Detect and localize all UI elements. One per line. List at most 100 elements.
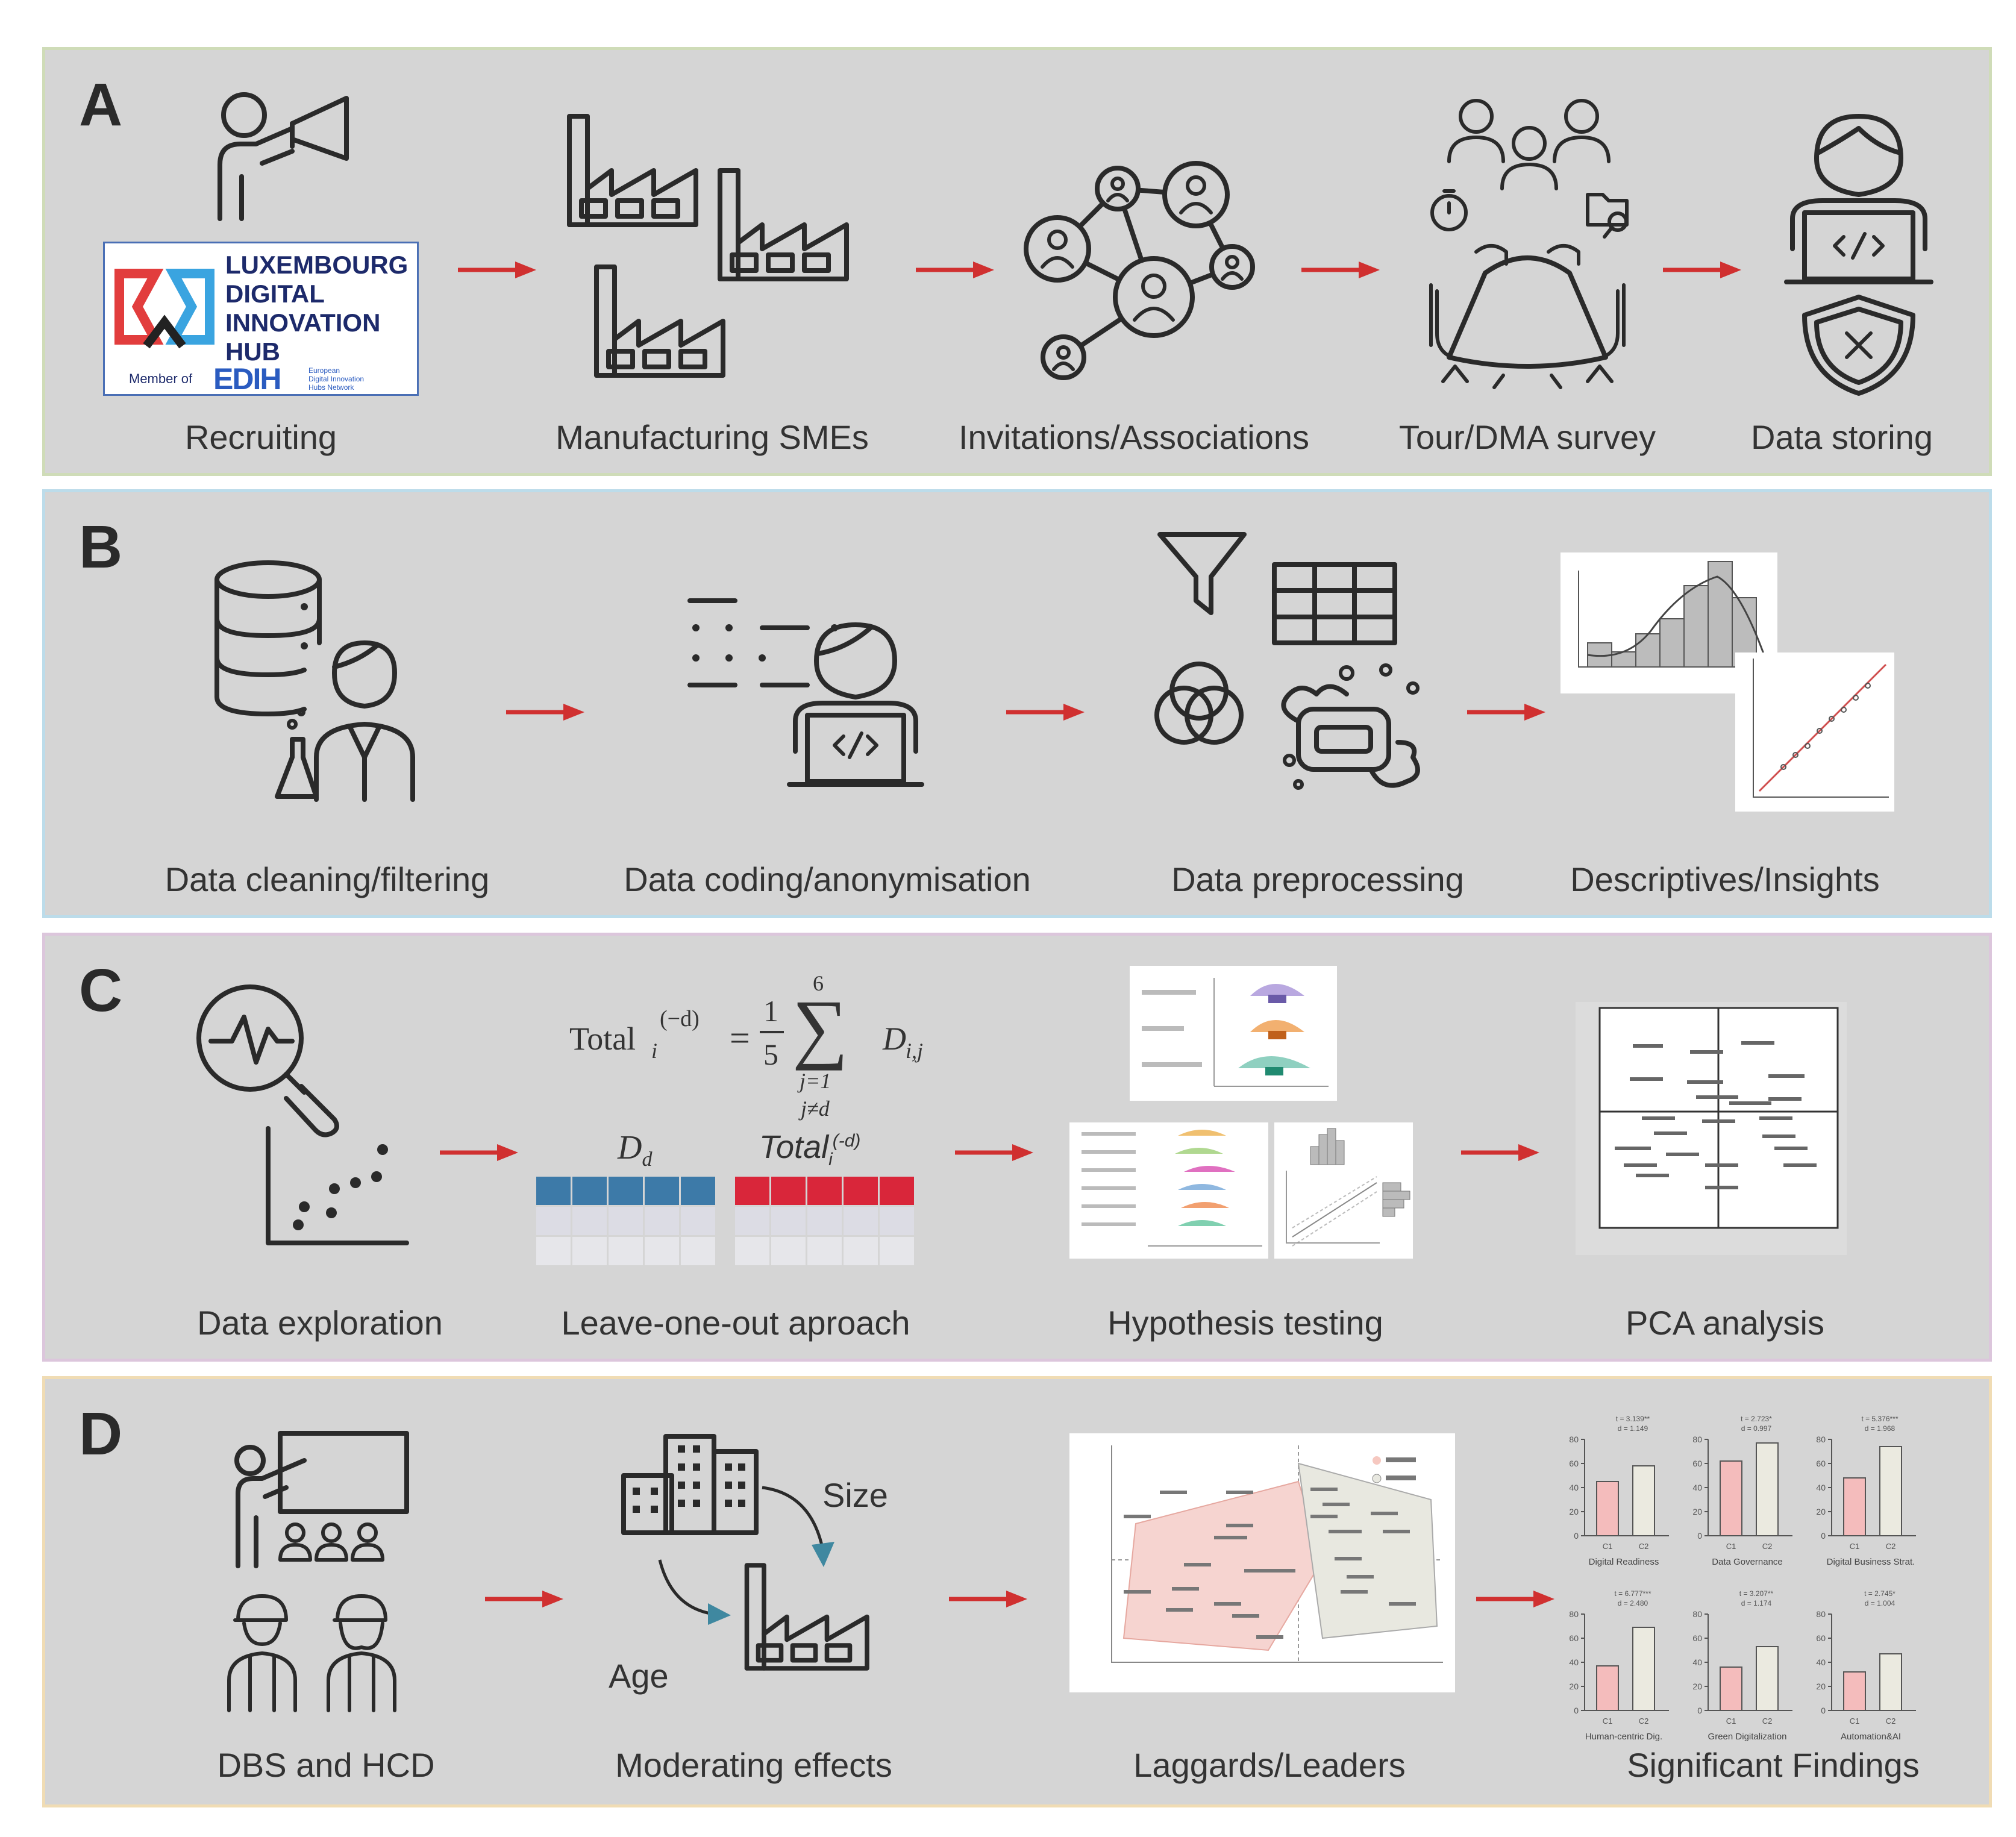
formula-lhs-sup: (−d) xyxy=(660,1006,700,1031)
step-label: Invitations/Associations xyxy=(958,418,1310,456)
category-label: C2 xyxy=(1762,1717,1773,1726)
data-table-icons xyxy=(536,1177,922,1273)
stat-d: d = 1.004 xyxy=(1865,1599,1895,1607)
table-cell xyxy=(735,1237,769,1265)
stat-t: t = 3.207** xyxy=(1739,1589,1774,1598)
step-label: Data storing xyxy=(1751,418,1933,456)
step-label: Descriptives/Insights xyxy=(1570,860,1880,898)
table-cell xyxy=(771,1177,806,1205)
y-tick-label: 60 xyxy=(1692,1459,1702,1468)
step-label: Data coding/anonymisation xyxy=(624,860,1031,898)
y-tick-label: 80 xyxy=(1816,1435,1826,1444)
y-tick-label: 80 xyxy=(1569,1435,1579,1444)
category-label: C1 xyxy=(1850,1717,1860,1726)
formula-numerator: 1 xyxy=(763,994,778,1028)
logo-line2: DIGITAL xyxy=(225,280,325,308)
stat-d: d = 1.149 xyxy=(1618,1424,1648,1433)
stat-t: t = 5.376*** xyxy=(1861,1415,1898,1423)
y-tick-label: 0 xyxy=(1821,1706,1826,1715)
filter-icon xyxy=(1157,532,1247,615)
logo-line4: HUB xyxy=(225,337,280,366)
y-tick-label: 80 xyxy=(1816,1609,1826,1619)
step-label: Tour/DMA survey xyxy=(1398,418,1656,456)
y-tick-label: 20 xyxy=(1816,1682,1826,1691)
flow-arrow xyxy=(1473,1587,1557,1611)
preprocessing-icons xyxy=(1154,528,1431,806)
ldih-logo: LUXEMBOURG DIGITAL INNOVATION HUB Member… xyxy=(103,242,419,396)
logo-edih-sub1: European xyxy=(308,366,340,375)
table-cell xyxy=(681,1177,715,1205)
y-tick-label: 40 xyxy=(1816,1483,1826,1492)
formula-sum-bottom1: j=1 xyxy=(800,1069,831,1093)
table-cell xyxy=(572,1177,607,1205)
flow-arrow xyxy=(1464,700,1548,724)
step-label: Leave-one-out aproach xyxy=(561,1304,910,1342)
formula-equals: = xyxy=(730,1018,750,1058)
stat-d: d = 1.174 xyxy=(1741,1599,1772,1607)
y-tick-label: 60 xyxy=(1569,1459,1579,1468)
category-label: C1 xyxy=(1726,1542,1736,1551)
table-cell xyxy=(844,1177,878,1205)
panel-c: C Total i (−d) = 1 5 6 ∑ j=1 j≠d D i,j xyxy=(42,933,1992,1362)
flow-arrow xyxy=(913,258,997,282)
stat-t: t = 3.139** xyxy=(1616,1415,1650,1423)
bar xyxy=(1632,1465,1655,1536)
cluster-scatter-thumbnail xyxy=(1069,1433,1455,1692)
flow-arrow xyxy=(952,1141,1036,1165)
y-tick-label: 40 xyxy=(1569,1483,1579,1492)
formula-term: D xyxy=(883,1021,906,1057)
moderator-size-label: Size xyxy=(822,1476,888,1514)
step-label: Data preprocessing xyxy=(1171,860,1464,898)
y-tick-label: 0 xyxy=(1821,1531,1826,1541)
panel-label: C xyxy=(79,957,123,1024)
table-cell xyxy=(645,1207,679,1235)
network-icon xyxy=(1015,158,1268,387)
table-cell xyxy=(645,1237,679,1265)
flow-arrow xyxy=(503,700,587,724)
bar xyxy=(1843,1671,1866,1711)
stat-d: d = 1.968 xyxy=(1865,1424,1895,1433)
category-label: C1 xyxy=(1726,1717,1736,1726)
engineer-icon xyxy=(227,1594,297,1712)
table-cell xyxy=(880,1177,914,1205)
panel-a: A LUXEMBOURG DIGITAL INNOVATION HUB Memb… xyxy=(42,47,1992,476)
raincloud-plot-thumbnail xyxy=(1130,966,1337,1101)
y-tick-label: 0 xyxy=(1574,1706,1579,1715)
category-label: C1 xyxy=(1603,1542,1613,1551)
table-cell xyxy=(609,1207,643,1235)
step-label: Data exploration xyxy=(197,1304,443,1342)
table-cell xyxy=(681,1207,715,1235)
teacher-workers-icon xyxy=(220,1427,413,1717)
bar xyxy=(1596,1481,1619,1536)
step-label: Recruiting xyxy=(184,418,337,456)
category-label: C1 xyxy=(1603,1717,1613,1726)
table-cell xyxy=(609,1237,643,1265)
y-tick-label: 40 xyxy=(1816,1657,1826,1667)
category-label: C2 xyxy=(1762,1542,1773,1551)
y-tick-label: 60 xyxy=(1816,1633,1826,1643)
table-left-label: Dd xyxy=(618,1129,653,1171)
stat-d: d = 2.480 xyxy=(1618,1599,1648,1607)
flow-arrow xyxy=(1003,700,1088,724)
category-label: C2 xyxy=(1886,1542,1896,1551)
table-cell xyxy=(536,1177,571,1205)
category-label: C1 xyxy=(1850,1542,1860,1551)
bar xyxy=(1879,1653,1902,1711)
subplot-title: Automation&AI xyxy=(1841,1732,1901,1742)
y-tick-label: 40 xyxy=(1692,1657,1702,1667)
stat-t: t = 2.723* xyxy=(1741,1415,1772,1423)
y-tick-label: 20 xyxy=(1692,1507,1702,1516)
regression-thumbnail xyxy=(1274,1122,1413,1259)
subplot-title: Green Digitalization xyxy=(1708,1732,1787,1742)
pca-scatter-thumbnail xyxy=(1576,1002,1847,1255)
y-tick-label: 20 xyxy=(1692,1682,1702,1691)
step-label: PCA analysis xyxy=(1626,1304,1824,1342)
table-cell xyxy=(536,1207,571,1235)
subplot-title: Digital Readiness xyxy=(1589,1557,1659,1567)
stat-t: t = 6.777*** xyxy=(1614,1589,1651,1598)
